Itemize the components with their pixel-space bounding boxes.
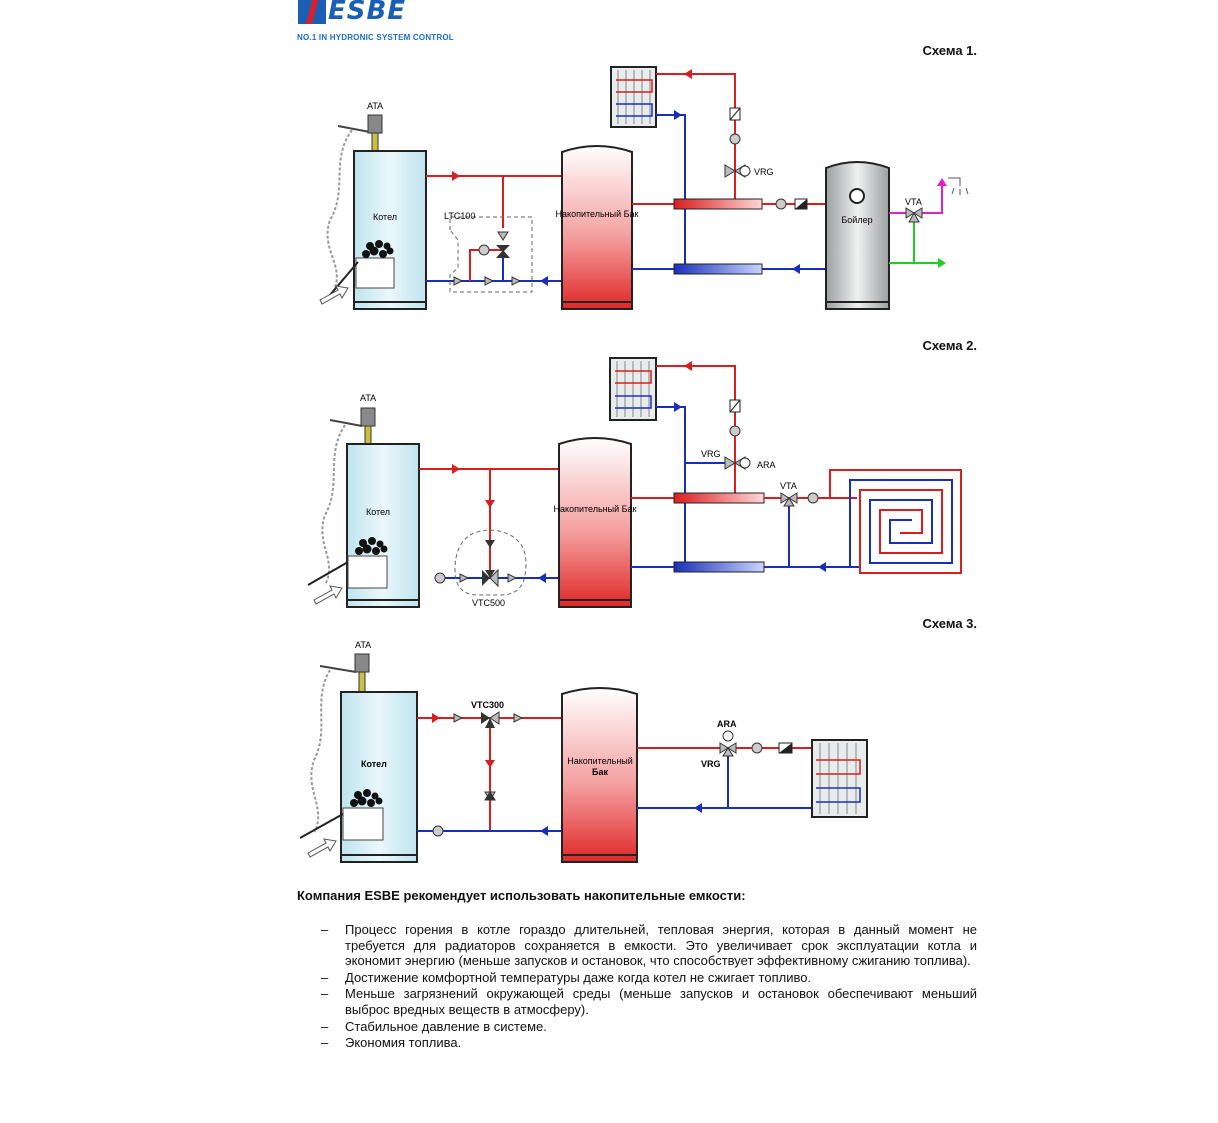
scheme-2-boiler-label: Котел	[366, 507, 390, 517]
esbe-logo-wordmark: ESBE	[328, 0, 407, 26]
scheme-1-cold-exchanger	[673, 263, 763, 275]
scheme-2-cold-exchanger	[673, 561, 765, 573]
scheme-1-shower-icon	[948, 177, 969, 195]
scheme-1-hot-exchanger	[673, 198, 763, 210]
recommendation-item: Процесс горения в котле гораздо длительн…	[297, 922, 977, 969]
scheme-3-tank-label-2: Бак	[592, 767, 608, 777]
scheme-3-vrg-label: VRG	[701, 759, 721, 769]
recommendations-heading: Компания ESBE рекомендует использовать н…	[297, 888, 746, 903]
scheme-3-radiator	[811, 739, 868, 818]
esbe-logo-mark	[298, 0, 326, 24]
esbe-logo: ESBE NO.1 IN HYDRONIC SYSTEM CONTROL	[296, 0, 486, 48]
scheme-1-check-valves	[453, 276, 522, 286]
scheme-1-gauge-icon	[849, 188, 865, 204]
scheme-3-fuel-icon	[350, 789, 383, 807]
scheme-3: ATA Котел VTC300 Накопительный Бак	[299, 640, 868, 863]
scheme-1-tank	[561, 145, 633, 310]
scheme-3-tank	[561, 687, 638, 863]
scheme-1-tank-label: Накопительный Бак	[556, 209, 639, 219]
scheme-2-ara-label: ARA	[757, 460, 776, 470]
recommendation-item: Достижение комфортной температуры даже к…	[297, 970, 977, 986]
scheme-1-vta-label: VTA	[905, 197, 922, 207]
scheme-3-tank-label-1: Накопительный	[567, 756, 633, 766]
scheme-1-radiator-pump-icon	[729, 133, 741, 145]
scheme-3-ara-label: ARA	[717, 719, 737, 729]
scheme-1-title: Схема 1.	[922, 43, 977, 58]
scheme-2-ata-label: ATA	[360, 393, 376, 403]
scheme-2-air-arrow	[313, 585, 343, 605]
scheme-2-tank-label: Накопительный Бак	[554, 504, 637, 514]
scheme-2-ata-actuator	[360, 407, 376, 427]
heating-schemes-diagram: ATA Котел LTC100	[299, 66, 969, 863]
scheme-2-vta-label: VTA	[780, 481, 797, 491]
scheme-1-vta-valve-icon	[905, 207, 923, 223]
scheme-2-vtc500-box	[454, 529, 527, 596]
scheme-3-title: Схема 3.	[922, 616, 977, 631]
scheme-2-title: Схема 2.	[922, 338, 977, 353]
scheme-2-vrg-valve-icon	[724, 456, 751, 470]
scheme-3-ata-actuator	[354, 653, 370, 673]
scheme-1-chain	[326, 129, 353, 291]
scheme-3-vrg-valve-icon	[719, 730, 737, 757]
recommendation-item: Экономия топлива.	[297, 1035, 977, 1051]
scheme-1-ltc-valve-icon	[496, 231, 510, 258]
scheme-1-ltc100-label: LTC100	[444, 211, 475, 221]
scheme-2-floor-heating	[818, 469, 962, 574]
scheme-3-air-arrow	[307, 838, 337, 858]
esbe-tagline: NO.1 IN HYDRONIC SYSTEM CONTROL	[297, 33, 454, 42]
scheme-1-air-arrow	[319, 285, 349, 305]
scheme-3-vtc300-label: VTC300	[471, 700, 504, 710]
scheme-1-dhw-label: Бойлер	[841, 215, 872, 225]
scheme-2-fuel-icon	[355, 537, 388, 555]
scheme-1-ata-actuator	[367, 114, 383, 134]
scheme-3-vtc300-valve-icon	[481, 711, 500, 728]
scheme-1-vrg-valve-icon	[724, 164, 751, 178]
scheme-3-ata-label: ATA	[355, 640, 371, 650]
scheme-1-fuel-icon	[362, 240, 394, 258]
recommendation-item: Стабильное давление в системе.	[297, 1019, 977, 1035]
scheme-1: ATA Котел LTC100	[319, 66, 969, 310]
scheme-1-boiler-label: Котел	[373, 212, 397, 222]
scheme-2-vta-valve-icon	[780, 492, 798, 507]
scheme-2-vtc500-label: VTC500	[472, 598, 505, 608]
scheme-2-tank	[558, 437, 632, 608]
scheme-3-boiler-label: Котел	[361, 759, 387, 769]
scheme-1-ltc100-box	[449, 216, 533, 293]
scheme-2-hot-exchanger	[673, 492, 765, 504]
recommendation-item: Меньше загрязнений окружающей среды (мен…	[297, 986, 977, 1017]
scheme-2: ATA Котел VTC500 Накопительный Б	[307, 357, 962, 608]
scheme-1-dhw-boiler	[825, 161, 890, 310]
scheme-1-ltc-pump-icon	[478, 244, 490, 256]
scheme-1-ata-label: ATA	[367, 101, 383, 111]
scheme-1-vrg-label: VRG	[754, 167, 774, 177]
scheme-2-vtc500-valve-icon	[482, 540, 499, 588]
scheme-2-vrg-label: VRG	[701, 449, 721, 459]
recommendations-list: Процесс горения в котле гораздо длительн…	[297, 922, 977, 1052]
